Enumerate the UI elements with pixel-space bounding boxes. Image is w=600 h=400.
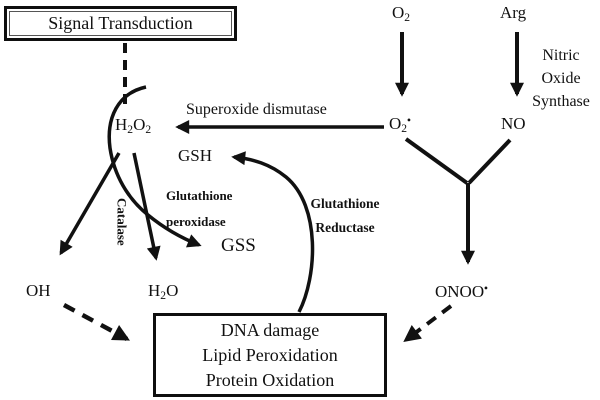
curve-reductase-to-gsh [231, 151, 315, 313]
gpx-line-2: peroxidase [166, 214, 226, 229]
curve-peroxidase-h2o2-to-gss [107, 85, 202, 248]
enzyme-catalase: Catalase [114, 198, 130, 246]
line-no-to-junction [467, 138, 512, 185]
nos-line-2: Oxide [541, 70, 581, 87]
dashed-arrow-oh-to-damage-box [62, 303, 130, 341]
molecule-oh: OH [26, 281, 51, 300]
molecule-superoxide-radical: O2• [389, 114, 411, 135]
molecule-h2o2: H2O2 [115, 115, 152, 136]
enzyme-superoxide-dismutase: Superoxide dismutase [186, 101, 327, 118]
arrow-h2o2-to-oh [59, 152, 121, 256]
line-superoxide-to-junction [404, 137, 469, 185]
gpx-line-1: Glutathione [166, 188, 233, 203]
arrow-catalase-h2o2-to-h2o [132, 152, 161, 261]
damage-line-protein: Protein Oxidation [205, 369, 335, 390]
molecule-h2o: H2O [148, 281, 179, 302]
enzyme-glutathione-reductase: Glutathione Reductase [303, 192, 387, 240]
nos-line-3: Synthase [532, 93, 590, 110]
molecule-gss: GSS [221, 235, 256, 256]
molecule-no: NO [501, 114, 526, 133]
molecule-o2: O2 [392, 3, 411, 24]
damage-line-dna: DNA damage [220, 319, 320, 340]
dashed-arrow-onoo-to-damage-box [403, 304, 453, 343]
gr-line-1: Glutathione [310, 196, 380, 211]
enzyme-glutathione-peroxidase: Glutathione peroxidase [166, 183, 232, 235]
nos-line-1: Nitric [542, 47, 580, 64]
molecule-arg: Arg [500, 3, 527, 22]
molecule-gsh: GSH [178, 146, 213, 165]
oxidative-damage-box: DNA damage Lipid Peroxidation Protein Ox… [153, 313, 387, 397]
damage-line-lipid: Lipid Peroxidation [202, 344, 338, 365]
gr-line-2: Reductase [315, 220, 375, 235]
molecule-onoo-radical: ONOO• [435, 282, 488, 301]
enzyme-nitric-oxide-synthase: Nitric Oxide Synthase [522, 44, 600, 113]
signal-transduction-label: Signal Transduction [9, 11, 232, 36]
signal-transduction-box: Signal Transduction [4, 6, 237, 41]
